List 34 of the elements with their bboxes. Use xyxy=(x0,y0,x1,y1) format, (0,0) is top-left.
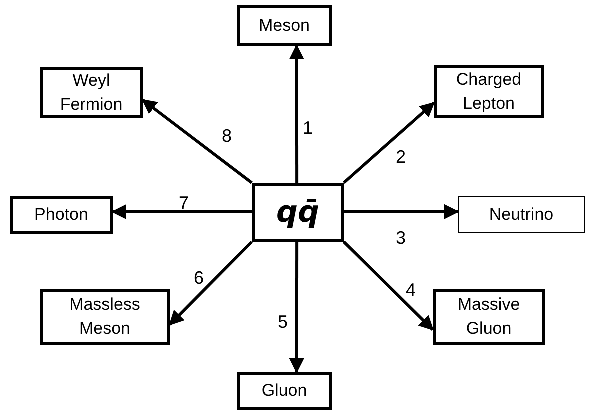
particle-name: Gluon xyxy=(262,380,308,402)
edge-label: 8 xyxy=(222,127,232,145)
particle-box xyxy=(40,289,170,345)
quark-pair-symbol: qq̄ xyxy=(276,198,320,228)
arrow xyxy=(142,98,253,184)
particle-name: Meson xyxy=(258,14,310,36)
edge-label: 6 xyxy=(194,269,204,287)
edge-label: 2 xyxy=(396,148,406,166)
particle-name: Photon xyxy=(34,204,88,226)
arrow xyxy=(289,44,304,183)
edge-label: 1 xyxy=(303,119,314,137)
arrow xyxy=(112,204,252,220)
arrow xyxy=(343,102,436,184)
particle-box xyxy=(434,65,544,118)
arrow xyxy=(342,240,434,331)
arrow xyxy=(289,242,304,374)
arrow xyxy=(168,240,254,326)
edge-label: 5 xyxy=(278,313,288,331)
edge-label: 3 xyxy=(396,229,406,247)
particle-box xyxy=(237,5,332,46)
particle-name: Charged Lepton xyxy=(455,68,523,114)
edge-label: 7 xyxy=(179,194,190,212)
edge-label: 4 xyxy=(406,281,416,299)
particle-name: Massless Meson xyxy=(68,294,142,340)
arrow xyxy=(344,204,460,220)
particle-box xyxy=(10,196,113,234)
particle-box xyxy=(433,289,545,345)
particle-name: Massive Gluon xyxy=(456,294,522,340)
particle-box xyxy=(237,372,332,410)
source-box xyxy=(252,183,344,242)
particle-box xyxy=(458,196,585,233)
particle-box xyxy=(40,67,143,118)
particle-name: Weyl Fermion xyxy=(59,70,124,116)
particle-name: Neutrino xyxy=(489,204,554,226)
